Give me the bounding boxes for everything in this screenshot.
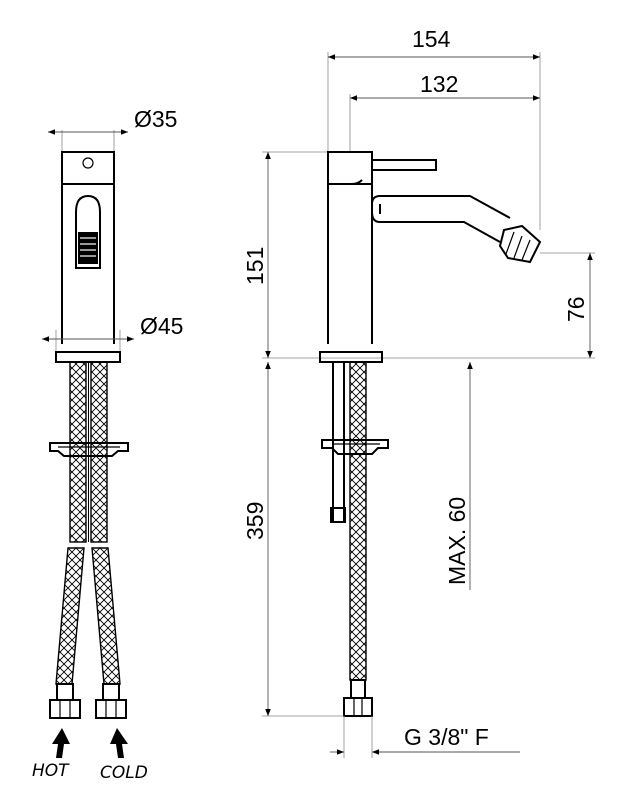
- side-view: 154 132 151 76: [242, 26, 595, 758]
- dimension-height-spout-label: 76: [563, 296, 589, 322]
- hot-indicator: HOT: [32, 728, 70, 781]
- faucet-body-front: [61, 151, 115, 344]
- mounting-bracket-side: [321, 439, 389, 455]
- cold-indicator: COLD: [100, 728, 148, 783]
- spout-aerator-icon: [498, 224, 542, 264]
- front-view: Ø35 Ø45: [32, 106, 183, 783]
- dimension-width-total: 154: [327, 26, 541, 230]
- hoses-flexible: [49, 547, 127, 719]
- dimension-height-spout: 76: [540, 252, 595, 358]
- dimension-diameter-top-label: Ø35: [134, 106, 177, 132]
- aerator-icon: [78, 232, 98, 264]
- mounting-bracket-front: [49, 442, 129, 457]
- dimension-diameter-base-label: Ø45: [140, 313, 183, 339]
- dimension-width-spout: 132: [349, 71, 540, 152]
- dimension-width-total-label: 154: [412, 26, 451, 52]
- hoses-side: [330, 361, 367, 681]
- dimension-max-thickness: MAX. 60: [444, 362, 473, 590]
- dimension-width-spout-label: 132: [420, 71, 458, 97]
- faucet-body-side: [327, 151, 542, 344]
- hoses-front: [69, 361, 108, 543]
- dimension-height-body-label: 151: [242, 247, 268, 285]
- base-flange-front: [55, 351, 121, 363]
- dimension-hose-length: 359: [242, 362, 344, 717]
- dimension-height-body: 151: [242, 151, 595, 359]
- dimension-thread: G 3/8" F: [330, 716, 520, 758]
- cold-nut-icon: [95, 699, 127, 719]
- dimension-max-thickness-label: MAX. 60: [444, 497, 470, 585]
- hot-label: HOT: [32, 761, 70, 781]
- dimension-diameter-base: Ø45: [42, 313, 183, 352]
- cold-arrow-icon: [110, 728, 128, 758]
- cold-label: COLD: [100, 763, 148, 783]
- hot-nut-icon: [49, 699, 81, 719]
- hot-arrow-icon: [52, 728, 70, 758]
- hose-connector-side: [343, 679, 373, 717]
- dimension-diameter-top: Ø35: [48, 106, 177, 152]
- base-flange-side: [319, 351, 383, 363]
- dimension-hose-length-label: 359: [242, 502, 268, 540]
- dimension-thread-label: G 3/8" F: [404, 724, 489, 750]
